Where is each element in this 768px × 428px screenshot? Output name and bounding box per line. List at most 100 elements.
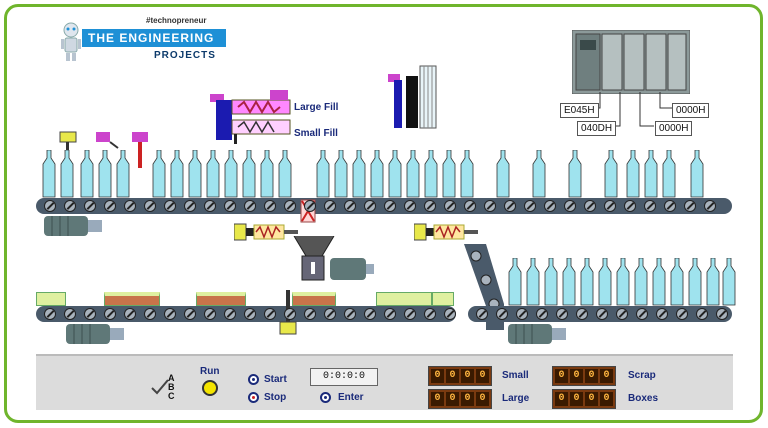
conveyor-roller bbox=[224, 308, 236, 320]
large-digit: 0 bbox=[461, 392, 474, 406]
plc-address-2: 040DH bbox=[577, 121, 617, 136]
conveyor-roller bbox=[44, 308, 56, 320]
conveyor-roller bbox=[596, 308, 608, 320]
bottle bbox=[388, 149, 402, 198]
conveyor-roller bbox=[564, 200, 576, 212]
conveyor-roller bbox=[536, 308, 548, 320]
small-digit: 0 bbox=[476, 369, 489, 383]
conveyor-roller bbox=[664, 200, 676, 212]
bottle bbox=[316, 149, 330, 198]
tray bbox=[36, 292, 66, 306]
conveyor-roller bbox=[284, 308, 296, 320]
small-digit: 0 bbox=[431, 369, 444, 383]
conveyor-roller bbox=[444, 200, 456, 212]
tray-sensor-icon bbox=[279, 290, 297, 335]
boxes-label: Boxes bbox=[628, 393, 659, 404]
conveyor-roller bbox=[584, 200, 596, 212]
bottle bbox=[496, 149, 510, 198]
conveyor-roller bbox=[344, 308, 356, 320]
start-button[interactable] bbox=[248, 374, 259, 385]
scrap-digit: 0 bbox=[585, 369, 598, 383]
bottle bbox=[706, 257, 720, 306]
bottle bbox=[116, 149, 130, 198]
filler-machine bbox=[210, 90, 291, 144]
small-label: Small bbox=[502, 370, 529, 381]
bottle bbox=[460, 149, 474, 198]
run-indicator[interactable] bbox=[202, 380, 218, 396]
large-digit: 0 bbox=[446, 392, 459, 406]
lower-left-motor-icon bbox=[66, 324, 124, 344]
control-panel: A B C Run Start Stop 0:0:0:0 Enter 0 0 0… bbox=[36, 354, 733, 410]
conveyor-roller bbox=[364, 200, 376, 212]
conveyor-roller bbox=[104, 200, 116, 212]
conveyor-roller bbox=[64, 308, 76, 320]
bottle bbox=[562, 257, 576, 306]
bottle bbox=[424, 149, 438, 198]
boxes-digit: 0 bbox=[570, 392, 583, 406]
bottle bbox=[690, 149, 704, 198]
boxes-counter: 0 0 0 0 bbox=[552, 389, 616, 409]
bottle bbox=[688, 257, 702, 306]
bottle bbox=[242, 149, 256, 198]
timer-display: 0:0:0:0 bbox=[310, 368, 378, 386]
bottle bbox=[662, 149, 676, 198]
boxes-digit: 0 bbox=[600, 392, 613, 406]
bottle bbox=[152, 149, 166, 198]
stop-button[interactable] bbox=[248, 392, 259, 403]
conveyor-roller bbox=[624, 200, 636, 212]
conveyor-roller bbox=[704, 200, 716, 212]
bottle bbox=[526, 257, 540, 306]
conveyor-roller bbox=[204, 308, 216, 320]
robot-icon bbox=[61, 22, 81, 61]
logo-subtitle: PROJECTS bbox=[154, 50, 216, 61]
logo-tagline: #technopreneur bbox=[146, 16, 207, 25]
conveyor-roller bbox=[44, 200, 56, 212]
conveyor-roller bbox=[184, 200, 196, 212]
bottle bbox=[644, 149, 658, 198]
bottle bbox=[170, 149, 184, 198]
stop-label: Stop bbox=[264, 392, 287, 403]
conveyor-roller bbox=[304, 200, 316, 212]
enter-button[interactable] bbox=[320, 392, 331, 403]
scrap-digit: 0 bbox=[555, 369, 568, 383]
logo-title: THE ENGINEERING bbox=[82, 29, 226, 47]
conveyor-roller bbox=[716, 308, 728, 320]
small-fill-label: Small Fill bbox=[294, 128, 338, 139]
bottle bbox=[442, 149, 456, 198]
conveyor-roller bbox=[404, 308, 416, 320]
hopper-motor-icon bbox=[293, 236, 374, 281]
bottle bbox=[370, 149, 384, 198]
bottle bbox=[188, 149, 202, 198]
bottle bbox=[670, 257, 684, 306]
conveyor-roller bbox=[404, 200, 416, 212]
scrap-label: Scrap bbox=[628, 370, 656, 381]
conveyor-roller bbox=[184, 308, 196, 320]
conveyor-roller bbox=[244, 308, 256, 320]
conveyor-roller bbox=[64, 200, 76, 212]
tray bbox=[376, 292, 432, 306]
conveyor-roller bbox=[264, 200, 276, 212]
conveyor-roller bbox=[284, 200, 296, 212]
conveyor-roller bbox=[484, 200, 496, 212]
bottle bbox=[508, 257, 522, 306]
conveyor-roller bbox=[224, 200, 236, 212]
conveyor-roller bbox=[144, 308, 156, 320]
bottle bbox=[352, 149, 366, 198]
plc-address-4: 0000H bbox=[655, 121, 693, 136]
conveyor-roller bbox=[324, 308, 336, 320]
large-digit: 0 bbox=[476, 392, 489, 406]
bottle bbox=[616, 257, 630, 306]
large-digit: 0 bbox=[431, 392, 444, 406]
tray bbox=[196, 292, 246, 306]
conveyor-roller bbox=[324, 200, 336, 212]
plc-address-3: 0000H bbox=[672, 103, 710, 118]
bottle bbox=[532, 149, 546, 198]
bottle bbox=[278, 149, 292, 198]
conveyor-roller bbox=[444, 308, 456, 320]
scrap-digit: 0 bbox=[600, 369, 613, 383]
conveyor-roller bbox=[684, 200, 696, 212]
conveyor-roller bbox=[464, 200, 476, 212]
pusher-left-icon bbox=[234, 223, 298, 241]
conveyor-roller bbox=[84, 200, 96, 212]
pusher-right-icon bbox=[414, 223, 478, 241]
